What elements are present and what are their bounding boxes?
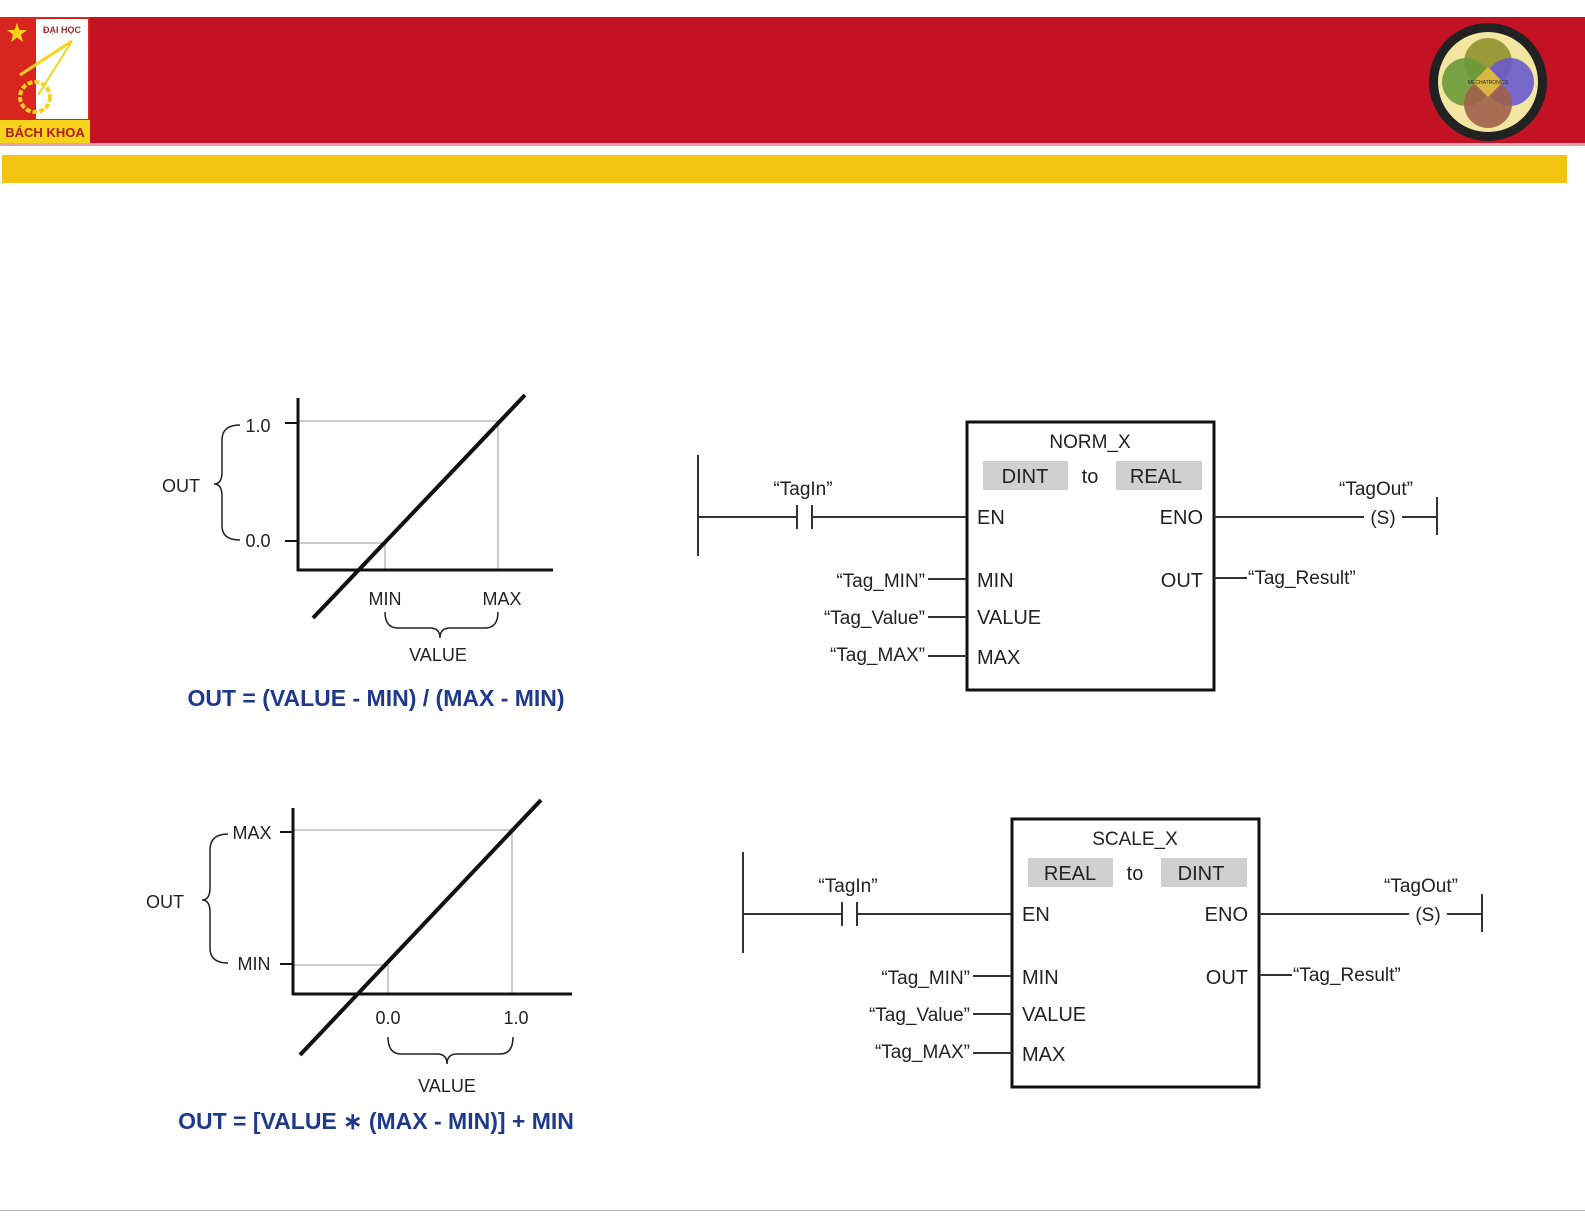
pin-max: MAX [1022, 1044, 1065, 1066]
transfer-line [311, 393, 527, 620]
block-name: NORM_X [1049, 432, 1131, 453]
y-axis-label: OUT [146, 892, 184, 912]
scale-graph: MAX MIN OUT 0.0 1.0 VALUE OUT = [VALUE ∗… [146, 798, 574, 1134]
y-tick-label: MIN [238, 954, 271, 974]
out-brace [201, 833, 229, 964]
contact-symbol[interactable] [796, 505, 813, 529]
contact-tag: “TagIn” [773, 479, 832, 500]
pin-min: MIN [977, 570, 1014, 592]
x-axis-label: VALUE [418, 1076, 476, 1096]
y-tick-label: 0.0 [245, 531, 270, 551]
pin-eno: ENO [1205, 904, 1248, 926]
input-tag-max: “Tag_MAX” [830, 645, 925, 666]
coil-tag: “TagOut” [1339, 479, 1413, 500]
norm-formula: OUT = (VALUE - MIN) / (MAX - MIN) [187, 685, 564, 711]
y-tick-label: 1.0 [245, 416, 270, 436]
input-tag-value: “Tag_Value” [869, 1005, 970, 1026]
value-brace [384, 611, 499, 639]
pin-value: VALUE [977, 607, 1041, 629]
svg-text:MECHATRONICS: MECHATRONICS [1468, 80, 1509, 86]
input-tag-min: “Tag_MIN” [836, 571, 925, 592]
output-tag-result: “Tag_Result” [1248, 568, 1356, 589]
pin-out: OUT [1161, 570, 1203, 592]
x-tick-label: MIN [369, 589, 402, 609]
input-tag-max: “Tag_MAX” [875, 1042, 970, 1063]
input-tag-value: “Tag_Value” [824, 608, 925, 629]
university-logo: ĐẠI HỌC BÁCH KHOA [0, 17, 90, 143]
header-band [0, 17, 1585, 143]
pin-min: MIN [1022, 967, 1059, 989]
footer-divider [0, 1210, 1585, 1211]
coil-set[interactable]: (S) [1370, 508, 1395, 529]
pin-max: MAX [977, 647, 1020, 669]
scale-formula: OUT = [VALUE ∗ (MAX - MIN)] + MIN [178, 1108, 574, 1134]
x-tick-label: 0.0 [375, 1008, 400, 1028]
to-label: to [1082, 466, 1099, 488]
x-tick-label: MAX [482, 589, 521, 609]
y-tick-label: MAX [232, 823, 271, 843]
output-tag-result: “Tag_Result” [1293, 965, 1401, 986]
contact-tag: “TagIn” [818, 876, 877, 897]
y-axis-label: OUT [162, 476, 200, 496]
x-axis-label: VALUE [409, 645, 467, 665]
norm-graph: 1.0 0.0 OUT MIN MAX VALUE OUT = (VALUE -… [162, 393, 565, 711]
svg-text:BÁCH KHOA: BÁCH KHOA [5, 125, 85, 140]
value-brace [387, 1036, 514, 1065]
x-tick-label: 1.0 [503, 1008, 528, 1028]
target-type-dropdown[interactable]: REAL [1130, 466, 1182, 488]
header-band-edge [0, 143, 1585, 146]
svg-text:ĐẠI HỌC: ĐẠI HỌC [43, 25, 82, 35]
pin-en: EN [977, 507, 1005, 529]
coil-tag: “TagOut” [1384, 876, 1458, 897]
pin-out: OUT [1206, 967, 1248, 989]
block-name: SCALE_X [1092, 829, 1178, 850]
source-type-dropdown[interactable]: DINT [1002, 466, 1049, 488]
source-type-dropdown[interactable]: REAL [1044, 863, 1096, 885]
target-type-dropdown[interactable]: DINT [1178, 863, 1225, 885]
to-label: to [1127, 863, 1144, 885]
norm-x-ladder: “TagIn” NORM_X DINT to REAL EN MIN VALUE… [697, 420, 1438, 692]
transfer-line [298, 798, 543, 1057]
mechatronics-emblem: MECHATRONICS [1429, 23, 1547, 141]
title-stripe [2, 155, 1567, 183]
contact-symbol[interactable] [841, 902, 858, 926]
coil-set[interactable]: (S) [1415, 905, 1440, 926]
input-tag-min: “Tag_MIN” [881, 968, 970, 989]
pin-en: EN [1022, 904, 1050, 926]
scale-x-ladder: “TagIn” SCALE_X REAL to DINT EN MIN VALU… [742, 817, 1483, 1089]
out-brace [213, 424, 241, 541]
pin-eno: ENO [1160, 507, 1203, 529]
pin-value: VALUE [1022, 1004, 1086, 1026]
